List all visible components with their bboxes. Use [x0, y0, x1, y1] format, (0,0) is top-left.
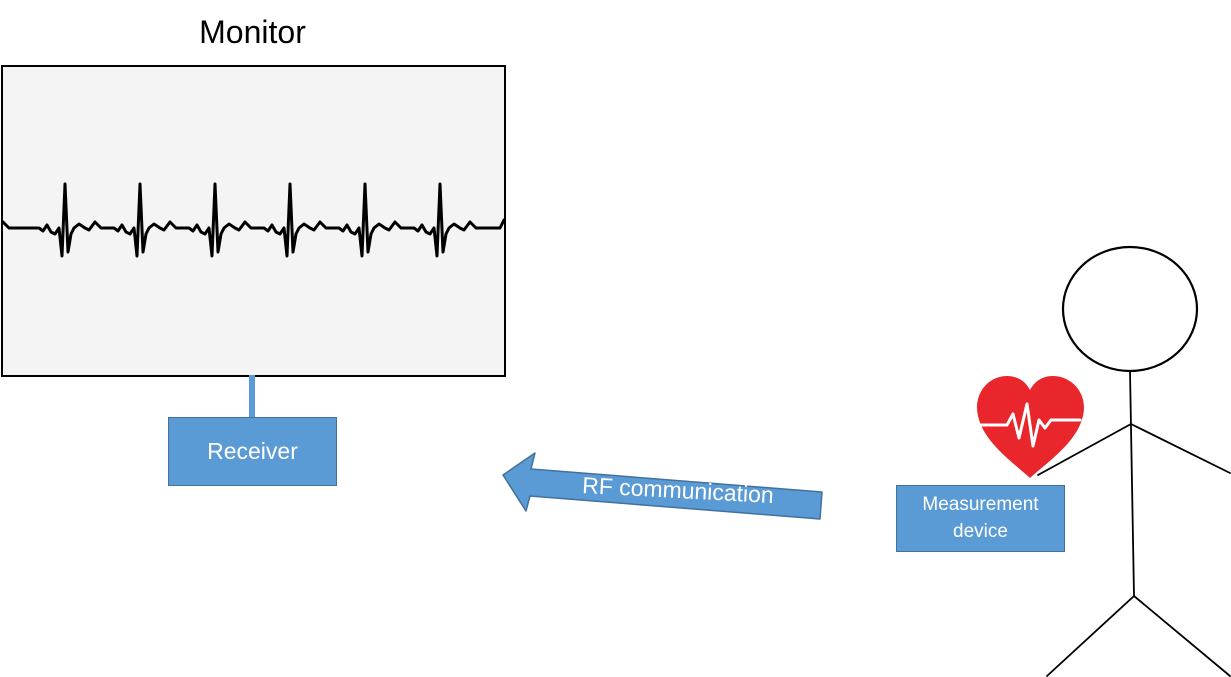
person-arm-right	[1130, 423, 1231, 474]
receiver-cable	[249, 375, 255, 418]
device-label-line2: device	[953, 520, 1008, 542]
heart-pulse-line	[979, 402, 1082, 448]
monitor-screen	[1, 65, 506, 377]
measurement-device-box: Measurement device	[896, 485, 1065, 552]
receiver-box: Receiver	[168, 417, 337, 486]
person-leg-left	[1046, 595, 1135, 677]
ecg-waveform	[3, 182, 504, 258]
stick-figure-icon	[1037, 245, 1231, 677]
person-arm-left	[1037, 423, 1132, 476]
ecg-trace	[3, 182, 504, 258]
receiver-label: Receiver	[207, 438, 298, 464]
heart-pulse-icon	[977, 376, 1084, 478]
monitor-title: Monitor	[199, 14, 306, 50]
person-head	[1061, 245, 1199, 373]
device-label-line1: Measurement	[922, 493, 1039, 515]
person-body	[1129, 370, 1135, 597]
person-leg-right	[1133, 595, 1231, 677]
